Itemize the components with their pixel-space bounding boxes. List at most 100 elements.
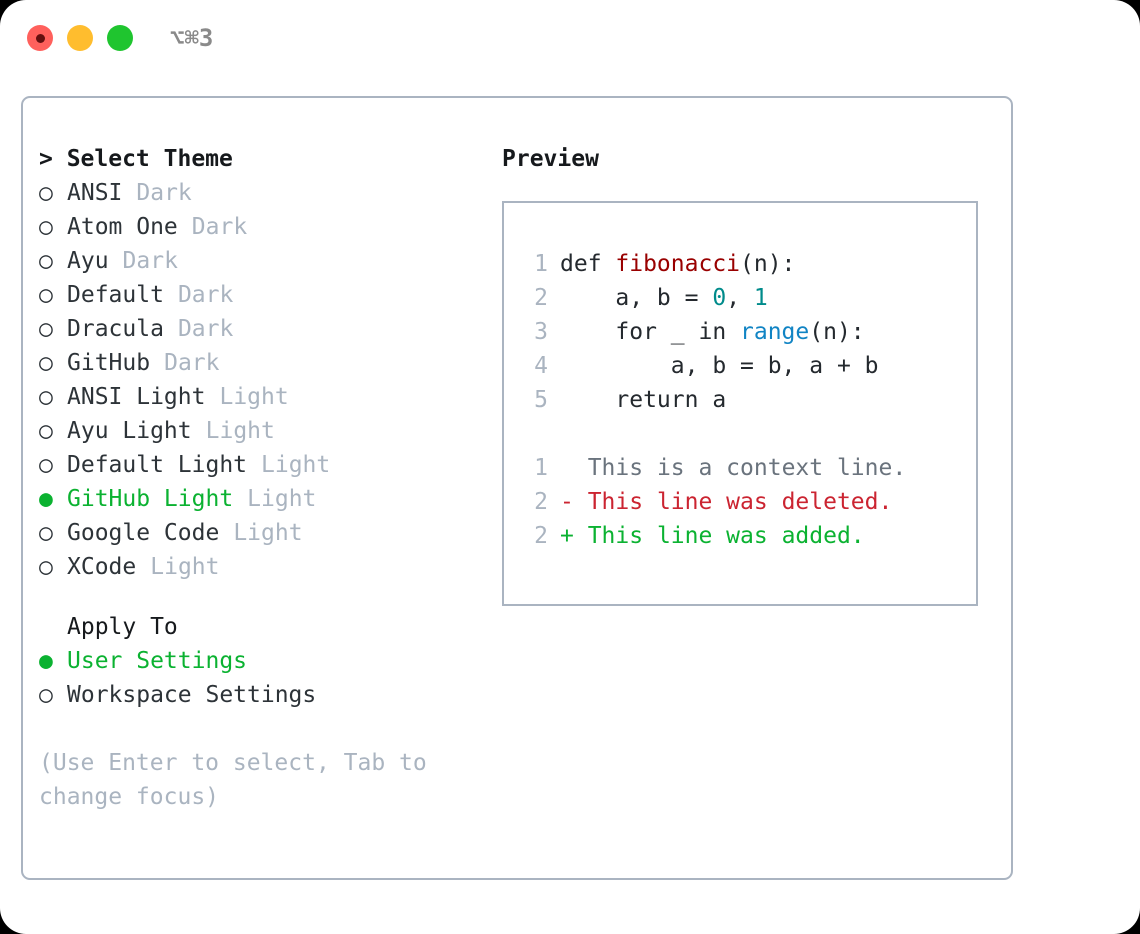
diff-text: This line was added. (573, 523, 865, 549)
theme-variant-label: Light (150, 554, 220, 580)
radio-unselected-icon[interactable]: ○ (39, 520, 53, 546)
code-token: (n): (809, 319, 865, 345)
apply-to-option[interactable]: ○ Workspace Settings (39, 678, 479, 712)
code-token: (n): (740, 251, 796, 277)
theme-variant-label: Dark (164, 350, 220, 376)
radio-unselected-icon[interactable]: ○ (39, 682, 53, 708)
radio-unselected-icon[interactable]: ○ (39, 180, 53, 206)
code-diff-spacer (522, 417, 976, 451)
keyboard-shortcut-label: ⌥⌘3 (170, 24, 214, 52)
theme-list-item[interactable]: ○ Google Code Light (39, 516, 479, 550)
theme-variant-label: Light (261, 452, 331, 478)
radio-selected-icon[interactable]: ● (39, 486, 53, 512)
preview-heading: Preview (502, 146, 599, 172)
theme-variant-label: Light (219, 384, 289, 410)
diff-marker: + (560, 523, 574, 549)
apply-to-label: Apply To (67, 614, 178, 640)
theme-variant-label: Dark (191, 214, 248, 240)
theme-list-item[interactable]: ○ GitHub Dark (39, 346, 479, 380)
radio-unselected-icon[interactable]: ○ (39, 452, 53, 478)
code-line: 3 for _ in range(n): (522, 315, 976, 349)
radio-unselected-icon[interactable]: ○ (39, 384, 53, 410)
code-token: 1 (753, 285, 768, 311)
radio-unselected-icon[interactable]: ○ (39, 554, 53, 580)
radio-unselected-icon[interactable]: ○ (39, 214, 53, 240)
apply-to-option[interactable]: ●User Settings (39, 644, 479, 678)
code-line: 5 return a (522, 383, 976, 417)
diff-text: This is a context line. (573, 455, 907, 481)
code-token: range (740, 319, 810, 345)
apply-to-heading: Apply To (39, 610, 479, 644)
theme-name: Default (67, 282, 164, 308)
code-token: fibonacci (615, 251, 741, 277)
theme-name: Default Light (67, 452, 248, 478)
diff-marker: - (560, 489, 574, 515)
theme-list-item[interactable]: ○ Default Light Light (39, 448, 479, 482)
theme-variant-label: Dark (136, 180, 192, 206)
theme-list-item[interactable]: ○ Default Dark (39, 278, 479, 312)
line-number: 2 (534, 489, 548, 515)
theme-name: Ayu Light (67, 418, 192, 444)
diff-line: 2+ This line was added. (522, 519, 976, 553)
theme-variant-label: Dark (177, 282, 234, 308)
line-number: 3 (534, 319, 548, 345)
radio-unselected-icon[interactable]: ○ (39, 316, 53, 342)
code-line: 4 a, b = b, a + b (522, 349, 976, 383)
select-theme-heading: > Select Theme (39, 146, 233, 172)
title-bar: ⌥⌘3 (0, 0, 1140, 78)
code-token: def (560, 251, 616, 277)
theme-list-item[interactable]: ● GitHub Light Light (39, 482, 479, 516)
apply-to-heading-indent (39, 610, 67, 644)
radio-selected-icon[interactable]: ● (39, 648, 53, 674)
apply-to-option-label: Workspace Settings (67, 682, 317, 708)
keyboard-hint-text: (Use Enter to select, Tab to change focu… (39, 750, 441, 810)
theme-name: GitHub (67, 350, 151, 376)
radio-unselected-icon[interactable]: ○ (39, 248, 53, 274)
radio-unselected-icon[interactable]: ○ (39, 350, 53, 376)
minimize-button-icon[interactable] (67, 25, 93, 51)
line-number: 5 (534, 387, 548, 413)
traffic-light-group (27, 25, 133, 51)
theme-name: Atom One (67, 214, 178, 240)
theme-name: Ayu (67, 248, 109, 274)
diff-marker (560, 455, 574, 481)
diff-line: 1 This is a context line. (522, 451, 976, 485)
radio-unselected-icon[interactable]: ○ (39, 282, 53, 308)
diff-sample: 1 This is a context line.2- This line wa… (522, 451, 976, 553)
theme-name: Dracula (67, 316, 164, 342)
radio-unselected-icon[interactable]: ○ (39, 418, 53, 444)
close-button-icon[interactable] (27, 25, 53, 51)
line-number: 4 (534, 353, 548, 379)
code-token: , (726, 285, 754, 311)
code-line: 1 def fibonacci(n): (522, 247, 976, 281)
theme-list-item[interactable]: ○ Ayu Dark (39, 244, 479, 278)
code-token: 0 (712, 285, 727, 311)
theme-variant-label: Dark (122, 248, 178, 274)
line-number: 1 (534, 251, 548, 277)
theme-name: Google Code (67, 520, 220, 546)
apply-to-options[interactable]: ●User Settings ○ Workspace Settings (39, 644, 479, 712)
line-number: 2 (534, 285, 548, 311)
code-token: for _ in (560, 319, 741, 345)
code-token: a, b = (560, 285, 713, 311)
diff-text: This line was deleted. (573, 489, 893, 515)
diff-line: 2- This line was deleted. (522, 485, 976, 519)
theme-variant-label: Light (247, 486, 317, 512)
theme-name: GitHub Light (67, 486, 234, 512)
theme-variant-label: Light (233, 520, 303, 546)
zoom-button-icon[interactable] (107, 25, 133, 51)
code-token: return a (560, 387, 727, 413)
theme-list-item[interactable]: ○ Atom One Dark (39, 210, 479, 244)
